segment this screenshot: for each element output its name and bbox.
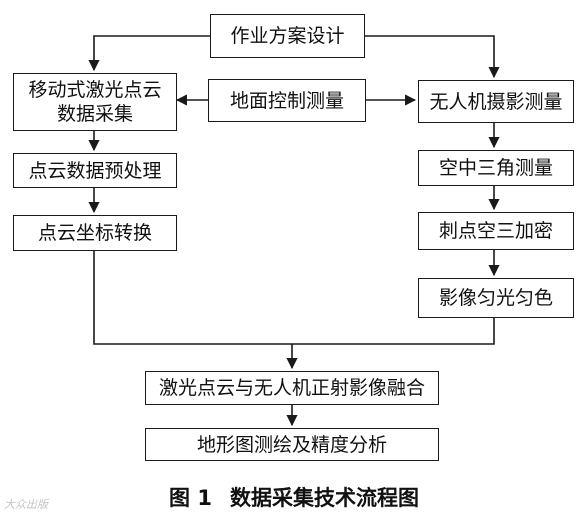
edge-design-to-lidar <box>88 35 210 72</box>
node-preprocess: 点云数据预处理 <box>13 153 177 188</box>
edge-design-to-uav <box>365 35 500 79</box>
node-densify: 刺点空三加密 <box>418 212 574 250</box>
node-design: 作业方案设计 <box>210 14 365 58</box>
watermark-logo: 大众出版 <box>4 498 48 511</box>
node-mobile-lidar: 移动式激光点云 数据采集 <box>13 73 177 131</box>
node-coord-transform: 点云坐标转换 <box>13 215 177 251</box>
node-mapping: 地形图测绘及精度分析 <box>145 428 439 461</box>
node-aerial-triangulation: 空中三角测量 <box>418 150 574 186</box>
figure-title: 数据采集技术流程图 <box>229 486 419 510</box>
figure-number: 图 1 <box>169 486 212 510</box>
node-dodging: 影像匀光匀色 <box>418 278 574 318</box>
node-uav-photogrammetry: 无人机摄影测量 <box>418 80 574 123</box>
figure-caption: 图 1 数据采集技术流程图 <box>0 482 588 512</box>
node-fusion: 激光点云与无人机正射影像融合 <box>145 371 439 405</box>
node-ground-control: 地面控制测量 <box>208 79 366 122</box>
edge-transform-merge <box>93 251 495 345</box>
